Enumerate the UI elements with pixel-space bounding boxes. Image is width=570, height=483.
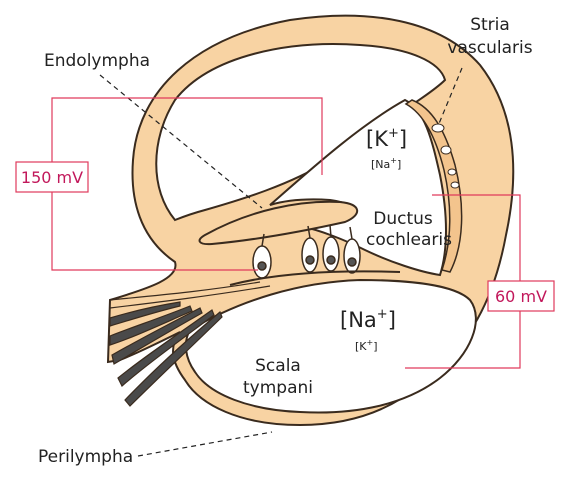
outer-hair-cell-2: [322, 236, 340, 272]
label-ductus-line2: cochlearis: [366, 230, 452, 250]
label-na-sub: [Na+]: [371, 156, 401, 171]
label-endolympha: Endolympha: [44, 51, 150, 71]
label-perilympha: Perilympha: [38, 447, 133, 467]
voltage-box-right: [487, 280, 555, 312]
voltage-right: 60 mV: [495, 287, 547, 306]
nerve-fibers: [109, 281, 271, 407]
label-k-main: [K+]: [366, 126, 407, 151]
outer-hair-cell-1: [301, 237, 319, 273]
tectorial-membrane: [198, 200, 359, 246]
label-scala-line2: tympani: [243, 378, 313, 398]
stria-leader: [437, 67, 463, 127]
voltage-box-left: [15, 161, 89, 193]
label-scala-line1: Scala: [255, 356, 301, 376]
label-stria-line1: Stria: [470, 15, 510, 35]
basilar-membrane: [229, 270, 401, 286]
voltage-left: 150 mV: [21, 168, 83, 187]
potential-bracket-left: [51, 97, 323, 271]
label-ductus-line1: Ductus: [373, 209, 433, 229]
outer-hair-cell-3: [343, 238, 361, 274]
label-stria-line2: vascularis: [447, 38, 532, 58]
stria-vascularis-band: [404, 99, 463, 273]
scala-vestibuli: [155, 43, 447, 222]
scala-tympani-space: [184, 278, 477, 414]
endolympha-leader: [99, 74, 263, 209]
label-k-sub: [K+]: [355, 338, 378, 353]
label-na-main: [Na+]: [340, 307, 396, 332]
perilympha-leader: [137, 431, 273, 457]
stria-vessels: [431, 123, 460, 189]
